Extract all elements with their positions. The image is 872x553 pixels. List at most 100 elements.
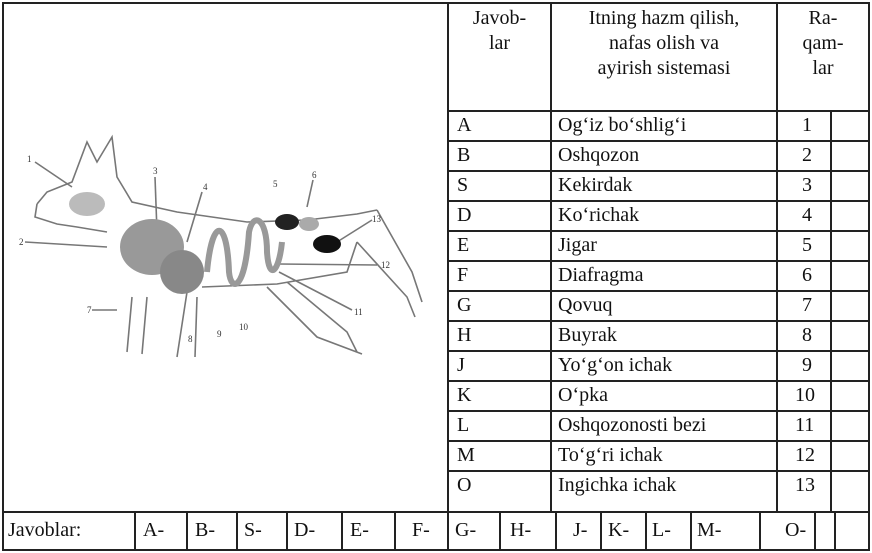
row-line: [447, 110, 870, 112]
row-organ: Qovuq: [558, 294, 612, 316]
answer-bar-label: Javoblar:: [8, 519, 81, 541]
answer-slot[interactable]: B-: [195, 519, 215, 541]
cat-anatomy-figure: 1 2 3 4 5 6 7 8 9 10 11 12 13: [17, 122, 427, 377]
row-letter: S: [457, 174, 468, 196]
slot-divider: [759, 513, 761, 549]
row-organ: Diafragma: [558, 264, 644, 286]
figure-label-10: 10: [239, 322, 249, 332]
row-line: [447, 440, 870, 442]
figure-label-4: 4: [203, 182, 208, 192]
figure-label-1: 1: [27, 154, 32, 164]
slot-divider: [645, 513, 647, 549]
figure-label-13: 13: [372, 214, 382, 224]
mouth-cavity-shape: [69, 192, 105, 216]
leader-line-4: [187, 192, 202, 242]
row-number: 7: [802, 294, 812, 316]
row-line: [447, 260, 870, 262]
slot-divider: [134, 513, 136, 549]
border-top: [2, 2, 870, 4]
liver-shape: [160, 250, 204, 294]
kidney-shape: [275, 214, 299, 230]
row-line: [447, 170, 870, 172]
figure-label-5: 5: [273, 179, 278, 189]
slot-divider: [834, 513, 836, 549]
answer-bar-line: [2, 511, 870, 513]
intestine-shape: [207, 220, 282, 284]
row-number: 6: [802, 264, 812, 286]
slot-divider: [236, 513, 238, 549]
row-number: 1: [802, 114, 812, 136]
row-letter: M: [457, 444, 475, 466]
row-number: 5: [802, 234, 812, 256]
row-number: 12: [795, 444, 815, 466]
row-letter: H: [457, 324, 471, 346]
row-line: [447, 320, 870, 322]
header-numbers: Ra-qam-lar: [778, 6, 868, 81]
slot-divider: [600, 513, 602, 549]
row-line: [447, 230, 870, 232]
row-line: [447, 380, 870, 382]
row-organ: Yo‘g‘on ichak: [558, 354, 672, 376]
row-line: [447, 350, 870, 352]
slot-divider: [186, 513, 188, 549]
answer-slot[interactable]: H-: [510, 519, 531, 541]
slot-divider: [341, 513, 343, 549]
answer-slot[interactable]: K-: [608, 519, 629, 541]
answer-slot[interactable]: F-: [412, 519, 430, 541]
row-line: [447, 290, 870, 292]
row-line: [447, 410, 870, 412]
slot-divider: [499, 513, 501, 549]
row-number: 2: [802, 144, 812, 166]
answer-slot[interactable]: G-: [455, 519, 476, 541]
slot-divider: [814, 513, 816, 549]
row-organ: Oshqozonosti bezi: [558, 414, 706, 436]
divider-number-box: [830, 112, 832, 512]
row-letter: F: [457, 264, 468, 286]
row-organ: Ingichka ichak: [558, 474, 676, 496]
row-letter: D: [457, 204, 471, 226]
answer-slot[interactable]: A-: [143, 519, 164, 541]
row-number: 4: [802, 204, 812, 226]
row-number: 11: [795, 414, 814, 436]
figure-label-2: 2: [19, 237, 24, 247]
row-letter: E: [457, 234, 469, 256]
row-line: [447, 470, 870, 472]
answer-slot[interactable]: M-: [697, 519, 721, 541]
figure-label-11: 11: [354, 307, 363, 317]
row-letter: B: [457, 144, 470, 166]
figure-label-9: 9: [217, 329, 222, 339]
border-bottom: [2, 549, 870, 551]
border-right: [868, 2, 870, 551]
leader-line-12: [279, 264, 377, 265]
answer-slot[interactable]: E-: [350, 519, 369, 541]
row-organ: Ko‘richak: [558, 204, 639, 226]
row-letter: J: [457, 354, 465, 376]
figure-label-7: 7: [87, 305, 92, 315]
row-number: 3: [802, 174, 812, 196]
answer-slot[interactable]: J-: [573, 519, 587, 541]
leader-line-6: [307, 180, 313, 207]
row-organ: Oshqozon: [558, 144, 639, 166]
slot-divider: [286, 513, 288, 549]
header-answers: Javob-lar: [449, 6, 550, 56]
border-left: [2, 2, 4, 551]
leader-line-1: [35, 162, 72, 187]
leader-line-13: [337, 220, 372, 242]
row-organ: To‘g‘ri ichak: [558, 444, 663, 466]
answer-slot[interactable]: D-: [294, 519, 315, 541]
header-system: Itning hazm qilish,nafas olish vaayirish…: [552, 6, 776, 81]
row-line: [447, 200, 870, 202]
answer-slot[interactable]: L-: [652, 519, 671, 541]
rectum-shape: [299, 217, 319, 231]
row-number: 13: [795, 474, 815, 496]
row-organ: Kekirdak: [558, 174, 632, 196]
figure-label-3: 3: [153, 166, 158, 176]
slot-divider: [394, 513, 396, 549]
row-organ: Jigar: [558, 234, 597, 256]
answer-slot[interactable]: S-: [244, 519, 262, 541]
answer-slot[interactable]: O-: [785, 519, 806, 541]
row-letter: G: [457, 294, 471, 316]
leader-line-2: [25, 242, 107, 247]
row-number: 10: [795, 384, 815, 406]
